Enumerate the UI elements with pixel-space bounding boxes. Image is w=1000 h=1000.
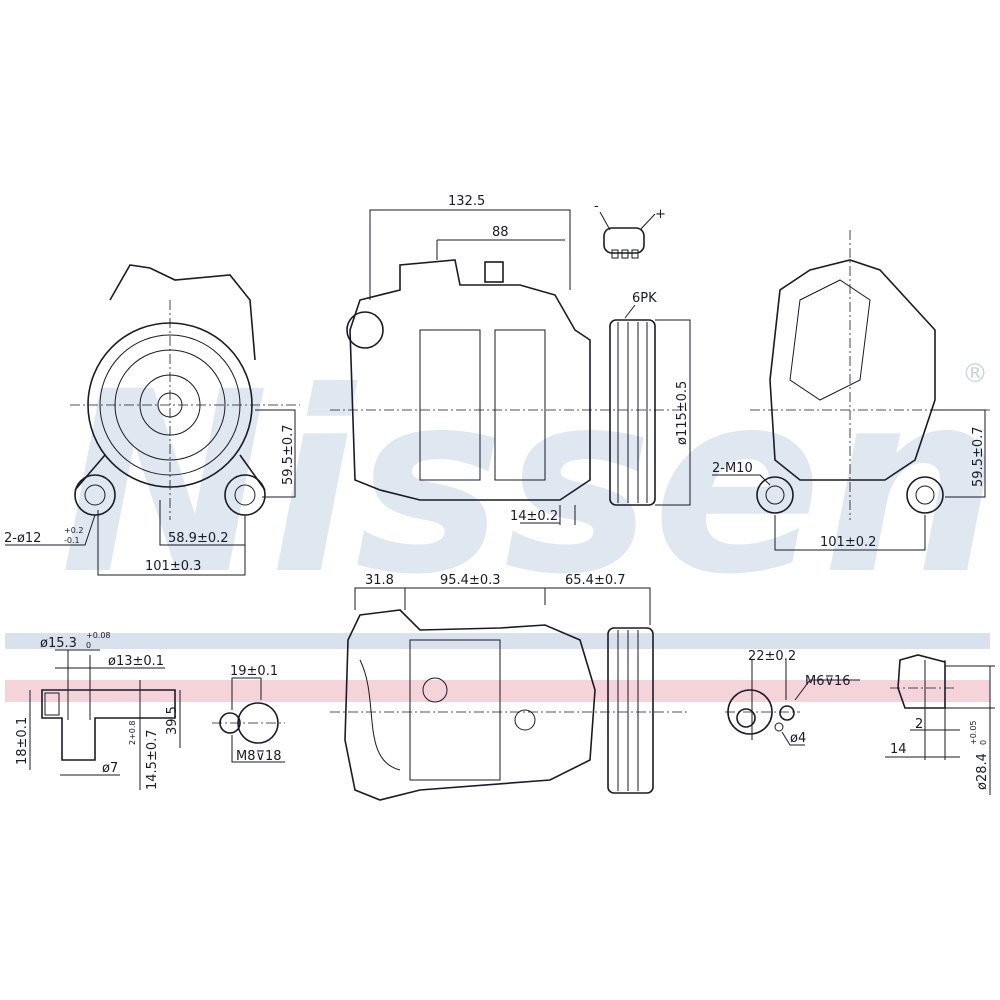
port2-pin-dim: ø4 bbox=[790, 731, 806, 746]
port2-dia-dim: ø28.4 bbox=[975, 753, 990, 790]
port1-thread-dim: M8⊽18 bbox=[236, 749, 282, 764]
watermark-logo: Nissens bbox=[60, 338, 1000, 629]
port2-thread-dim: M6⊽16 bbox=[805, 674, 851, 689]
left-height-dim: 59.5±0.7 bbox=[281, 424, 296, 485]
side-dim-b: 95.4±0.3 bbox=[440, 573, 501, 588]
overall-length-dim: 132.5 bbox=[448, 194, 485, 209]
port-side-2 bbox=[885, 654, 995, 795]
port2-spacing-dim: 22±0.2 bbox=[748, 649, 796, 664]
port-section-view bbox=[29, 649, 181, 790]
port1-spacing-dim: 19±0.1 bbox=[230, 664, 278, 679]
port-face-1 bbox=[212, 677, 285, 763]
right-width-dim: 101±0.2 bbox=[820, 535, 876, 550]
port-small-dim: 2+0.8 bbox=[128, 720, 137, 745]
port2-dia-tol-upper: +0.05 bbox=[969, 720, 978, 745]
port2-step-dim: 2 bbox=[915, 717, 923, 732]
port-outer-tol-upper: +0.08 bbox=[86, 631, 111, 640]
connector-minus-label: - bbox=[594, 199, 599, 214]
port-depth-dim: 39.5 bbox=[165, 706, 180, 735]
pulley-type-label: 6PK bbox=[632, 291, 657, 306]
port2-dia-tol-lower: 0 bbox=[979, 740, 988, 745]
left-offset-dim: 58.9±0.2 bbox=[168, 531, 229, 546]
registered-mark: ® bbox=[962, 359, 988, 389]
side-dim-a: 31.8 bbox=[365, 573, 394, 588]
port-height-dim: 18±0.1 bbox=[15, 717, 30, 765]
port-bore-dim: ø7 bbox=[102, 761, 118, 776]
port2-length-dim: 14 bbox=[890, 742, 907, 757]
right-threads-dim: 2-M10 bbox=[712, 461, 753, 476]
pulley-offset-dim: 14±0.2 bbox=[510, 509, 558, 524]
pink-band bbox=[5, 680, 990, 702]
left-holes-dim: 2-ø12 bbox=[4, 531, 41, 546]
left-front-view bbox=[5, 264, 300, 576]
port-offset-dim: 14.5±0.7 bbox=[145, 729, 160, 790]
bottom-side-view bbox=[330, 587, 690, 801]
right-height-dim: 59.5±0.7 bbox=[971, 426, 986, 487]
blue-band bbox=[5, 633, 990, 649]
port-inner-dia-dim: ø13±0.1 bbox=[108, 654, 164, 669]
right-rear-view bbox=[712, 230, 990, 551]
port-outer-tol-lower: 0 bbox=[86, 641, 91, 650]
left-holes-tol-lower: -0.1 bbox=[64, 536, 80, 545]
connector-offset-dim: 88 bbox=[492, 225, 509, 240]
middle-side-view bbox=[330, 209, 691, 525]
left-width-dim: 101±0.3 bbox=[145, 559, 201, 574]
pulley-diameter-dim: ø115±0.5 bbox=[675, 381, 690, 445]
connector-plus-label: + bbox=[655, 207, 666, 222]
port-outer-dia-dim: ø15.3 bbox=[40, 636, 77, 651]
left-holes-tol-upper: +0.2 bbox=[64, 526, 83, 535]
port-face-2 bbox=[725, 660, 860, 746]
side-dim-c: 65.4±0.7 bbox=[565, 573, 626, 588]
